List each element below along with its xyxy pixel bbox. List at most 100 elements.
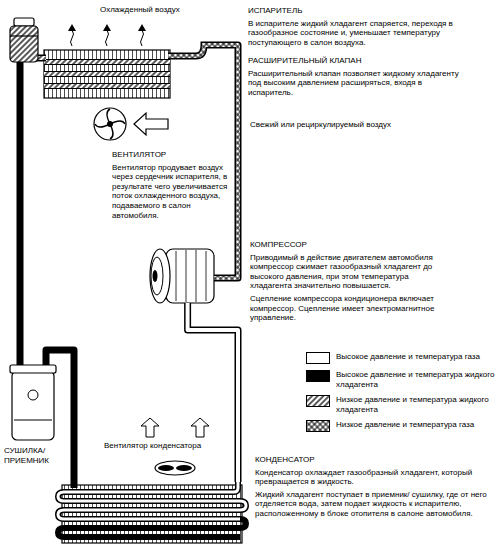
callout-text: СУШИЛКА/ ПРИЕМНИК [4, 446, 68, 465]
pipe-outline [188, 303, 238, 482]
refrigerant-pipe [20, 62, 21, 365]
condenser-fan: Вентилятор конденсатора [152, 458, 198, 478]
compressor-body [166, 249, 214, 303]
component-heading: ВЕНТИЛЯТОР [112, 150, 230, 160]
legend-swatch [306, 370, 330, 382]
condenser-fan-arrows [141, 418, 209, 437]
expansion-valve-body [10, 35, 38, 36]
refrigerant-pipe [188, 303, 238, 482]
legend-entry: Низкое давление и температура газа [306, 420, 500, 432]
component-description: Сцепление компрессора кондиционера включ… [250, 294, 440, 323]
air-flow-label: Охлажденный воздух [100, 5, 180, 15]
condenser-core [71, 482, 78, 488]
component-heading: КОНДЕНСАТОР [255, 455, 495, 465]
cooled-air-arrow [103, 24, 111, 31]
pipe-fill [188, 303, 238, 482]
pipe-outline [17, 62, 24, 365]
pipe-fill [18, 62, 22, 365]
compressor-body [150, 249, 170, 303]
pipe-outline [214, 45, 238, 278]
component-heading: РАСШИРИТЕЛЬНЫЙ КЛАПАН [248, 56, 463, 66]
condenser-fan-icon [158, 465, 174, 471]
legend-text: Высокое давление и температура газа [336, 352, 496, 362]
component-description: Приводимый в действие двигателем автомоб… [250, 253, 440, 291]
condenser-fan-arrows [141, 418, 159, 437]
legend-swatch [306, 395, 330, 407]
condenser-fan-icon [176, 465, 192, 471]
component-label: СУШИЛКА/ ПРИЕМНИК [4, 446, 68, 465]
blower-fan-icon [94, 108, 126, 140]
component-description: Расширительный клапан позволяет жидкому … [248, 69, 463, 98]
expansion-valve: РАСШИРИТЕЛЬНЫЙ КЛАПАНРасширительный клап… [8, 18, 40, 62]
legend-entry: Высокое давление и температура жидкого х… [306, 370, 500, 389]
condenser-fan-arrows [191, 418, 209, 437]
condenser-core [58, 519, 246, 537]
legend-swatch [307, 353, 330, 364]
evaporator-core [44, 62, 170, 86]
pipe-fill [214, 45, 238, 278]
condenser-fan-icon [155, 461, 195, 475]
legend-swatch [307, 421, 330, 432]
condenser-fan-icon [155, 461, 195, 475]
refrigerant-pipe [214, 45, 238, 278]
condenser-core [58, 482, 246, 519]
component-heading: КОМПРЕССОР [250, 240, 440, 250]
air-flow-label: Свежий или рециркулируемый воздух [250, 120, 391, 130]
pipe-fill [46, 350, 74, 482]
evaporator-core [44, 62, 170, 86]
expansion-valve-body [14, 18, 34, 26]
legend-text: Низкое давление и температура жидкого хл… [336, 395, 496, 414]
callout-text: ИСПАРИТЕЛЬВ испарителе жидкий хладагент … [248, 6, 463, 47]
cooled-air-arrow [106, 30, 109, 46]
cooled-air-arrow [68, 24, 76, 31]
component-description: Жидкий хладагент поступает в приемник/ с… [255, 490, 495, 519]
compressor-body [176, 250, 206, 302]
legend-swatch [306, 420, 330, 432]
compressor-body [151, 257, 163, 295]
compressor-body [150, 249, 214, 303]
evaporator-core [168, 45, 217, 56]
callout-text: КОНДЕНСАТОР Конденсатор охлаждает газообр… [255, 455, 495, 519]
cooled-air-arrow [141, 30, 144, 46]
component-description: Конденсатор охлаждает газообразный хлада… [255, 468, 495, 487]
legend-swatch [307, 396, 330, 407]
receiver-dryer-body [28, 390, 38, 400]
compressor: КОМПРЕССОРПриводимый в действие двигател… [148, 245, 214, 303]
legend-text: Низкое давление и температура газа [336, 420, 496, 430]
compressor-body [153, 270, 158, 282]
cooled-air-arrow [71, 30, 74, 46]
legend-entry: Низкое давление и температура жидкого хл… [306, 395, 500, 414]
receiver-dryer-body [10, 365, 56, 440]
cooled-air-arrow [138, 24, 146, 31]
evaporator-core [36, 45, 217, 98]
condenser: КОНДЕНСАТОРКонденсатор охлаждает газообр… [60, 482, 246, 546]
receiver-dryer: СУШИЛКА/ ПРИЕМНИК [10, 365, 56, 440]
legend-entry: Высокое давление и температура газа [306, 352, 500, 364]
callout-text: РАСШИРИТЕЛЬНЫЙ КЛАПАН Расширительный клап… [248, 56, 463, 97]
legend-swatch [307, 371, 330, 382]
blower-fan-icon [94, 108, 168, 140]
condenser-core [58, 482, 246, 519]
evaporator: ИСПАРИТЕЛЬВ испарителе жидкий хладагент … [42, 22, 217, 100]
refrigerant-pipe [46, 350, 74, 482]
evaporator-core [168, 45, 217, 56]
evaporator-core [44, 50, 170, 98]
legend: Высокое давление и температура газаВысок… [306, 352, 500, 438]
component-description: В испарителе жидкий хладагент спаряется,… [248, 19, 463, 48]
callout-text: Вентилятор конденсатора [104, 441, 230, 451]
receiver-dryer-body [12, 371, 54, 440]
cooled-air-arrow [68, 24, 146, 46]
legend-swatch [306, 352, 330, 364]
component-label: Вентилятор конденсатора [104, 441, 230, 451]
condenser-core [58, 482, 246, 543]
blower-fan-icon [95, 109, 125, 139]
pipe-outline [46, 350, 74, 482]
blower-fan-icon [107, 121, 113, 127]
receiver-dryer-body [10, 365, 56, 373]
expansion-valve-body [10, 26, 38, 62]
blower-fan: ВЕНТИЛЯТОРВентилятор продувает воздух че… [92, 106, 128, 142]
expansion-valve-body [10, 18, 38, 62]
legend-text: Высокое давление и температура жидкого х… [336, 370, 496, 389]
component-description: Вентилятор продувает воздух через сердеч… [112, 163, 230, 221]
